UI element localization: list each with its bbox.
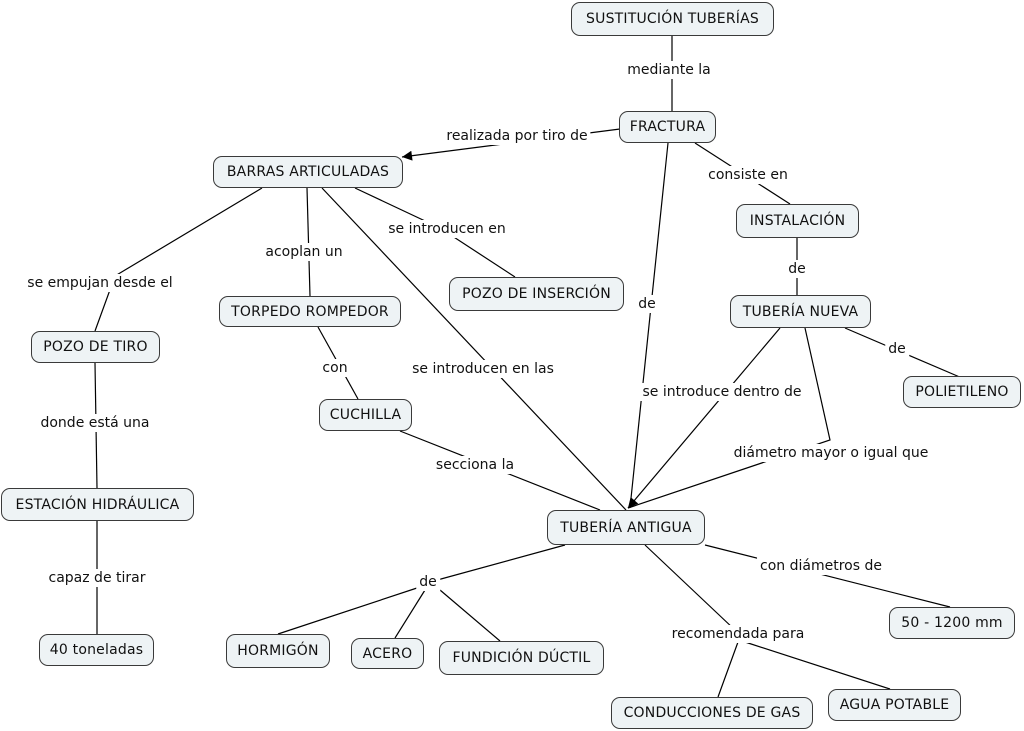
link-nueva-antigua-1 bbox=[627, 327, 781, 509]
node-cuchilla[interactable]: CUCHILLA bbox=[319, 399, 412, 431]
node-conducciones-de-gas[interactable]: CONDUCCIONES DE GAS bbox=[611, 697, 813, 729]
node-pozo-insercion[interactable]: POZO DE INSERCIÓN bbox=[449, 277, 624, 311]
link-label-introducen-las: se introducen en las bbox=[409, 360, 557, 378]
link-recomendada-agua bbox=[744, 641, 891, 690]
node-estacion-hidraulica[interactable]: ESTACIÓN HIDRÁULICA bbox=[1, 488, 194, 521]
link-label-recomendada: recomendada para bbox=[668, 625, 808, 643]
link-antigua-diametros bbox=[704, 544, 951, 608]
link-fractura-tuberia-antigua bbox=[629, 142, 669, 509]
node-torpedo-rompedor[interactable]: TORPEDO ROMPEDOR bbox=[219, 296, 401, 327]
node-fundicion-ductil[interactable]: FUNDICIÓN DÚCTIL bbox=[439, 641, 604, 675]
link-antigua-recomendada bbox=[644, 544, 736, 631]
node-40-toneladas[interactable]: 40 toneladas bbox=[39, 634, 154, 666]
link-label-realizada: realizada por tiro de bbox=[443, 127, 591, 145]
node-tuberia-antigua[interactable]: TUBERÍA ANTIGUA bbox=[547, 510, 705, 545]
link-de-acero bbox=[394, 589, 426, 639]
node-hormigon[interactable]: HORMIGÓN bbox=[226, 634, 330, 668]
link-label-introduce-dentro: se introduce dentro de bbox=[639, 383, 805, 401]
link-label-secciona: secciona la bbox=[432, 456, 518, 474]
link-nueva-antigua-2 bbox=[627, 327, 831, 509]
link-label-con: con bbox=[319, 359, 351, 377]
link-de-fundicion bbox=[439, 589, 501, 642]
link-label-mediante: mediante la bbox=[624, 61, 714, 79]
link-label-con-diametros: con diámetros de bbox=[757, 557, 885, 575]
link-label-empujan: se empujan desde el bbox=[24, 274, 176, 292]
node-tuberia-nueva[interactable]: TUBERÍA NUEVA bbox=[730, 295, 871, 328]
link-label-capaz: capaz de tirar bbox=[45, 569, 149, 587]
node-agua-potable[interactable]: AGUA POTABLE bbox=[828, 689, 961, 721]
link-label-acoplan: acoplan un bbox=[262, 243, 346, 261]
node-50-1200-mm[interactable]: 50 - 1200 mm bbox=[889, 607, 1015, 639]
link-de-hormigon bbox=[277, 586, 421, 635]
node-pozo-de-tiro[interactable]: POZO DE TIRO bbox=[31, 331, 160, 363]
link-label-de-polietileno: de bbox=[885, 340, 909, 358]
node-polietileno[interactable]: POLIETILENO bbox=[903, 376, 1021, 408]
link-antigua-de bbox=[429, 544, 566, 583]
link-label-de-fractura: de bbox=[635, 295, 659, 313]
link-label-de-instalacion: de bbox=[785, 260, 809, 278]
link-label-diametro-mayor: diámetro mayor o igual que bbox=[730, 444, 932, 462]
node-instalacion[interactable]: INSTALACIÓN bbox=[736, 204, 859, 238]
link-label-de-material: de bbox=[416, 573, 440, 591]
link-label-donde: donde está una bbox=[37, 414, 153, 432]
link-barras-torpedo bbox=[306, 187, 311, 297]
node-fractura[interactable]: FRACTURA bbox=[619, 111, 716, 143]
link-barras-tuberia-antigua bbox=[321, 187, 627, 511]
link-recomendada-gas bbox=[717, 641, 739, 698]
node-acero[interactable]: ACERO bbox=[351, 638, 424, 669]
node-sustitucion-tuberias[interactable]: SUSTITUCIÓN TUBERÍAS bbox=[571, 2, 774, 36]
node-barras-articuladas[interactable]: BARRAS ARTICULADAS bbox=[213, 156, 403, 188]
link-label-introducen-en: se introducen en bbox=[385, 220, 509, 238]
link-label-consiste: consiste en bbox=[705, 166, 791, 184]
